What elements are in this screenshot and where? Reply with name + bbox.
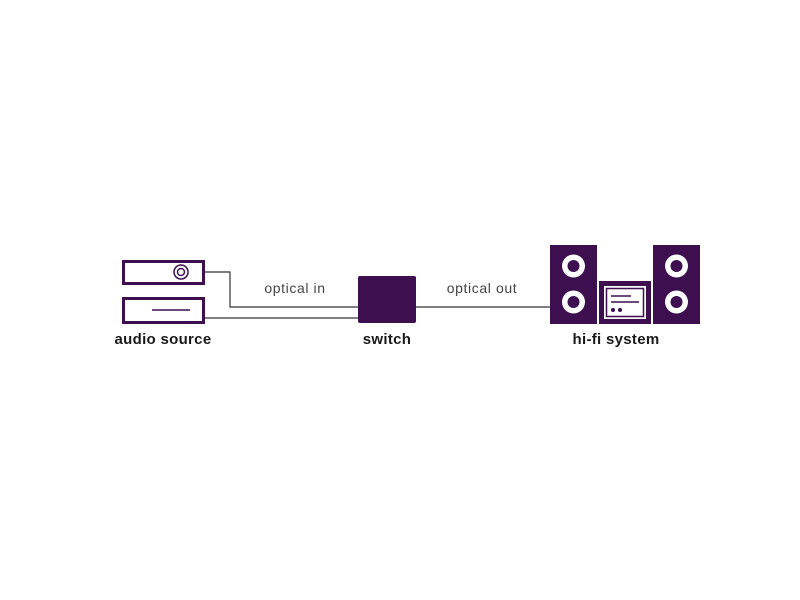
stereo-system-icon [550, 245, 700, 324]
audio-source-label: audio source [114, 331, 212, 348]
audio-devices-icon [122, 260, 205, 324]
right-speaker-icon [653, 245, 700, 324]
optical-out-label: optical out [446, 280, 518, 296]
amplifier-icon [599, 281, 651, 324]
optical-in-line-upper [204, 271, 358, 308]
switch-label: switch [362, 331, 412, 348]
connection-lines [204, 271, 551, 319]
switch-box-icon [358, 276, 416, 323]
left-speaker-icon [550, 245, 597, 324]
cd-player-icon [122, 260, 205, 285]
hifi-system-label: hi-fi system [572, 331, 660, 348]
optical-in-label: optical in [264, 280, 326, 296]
receiver-icon [122, 297, 205, 324]
